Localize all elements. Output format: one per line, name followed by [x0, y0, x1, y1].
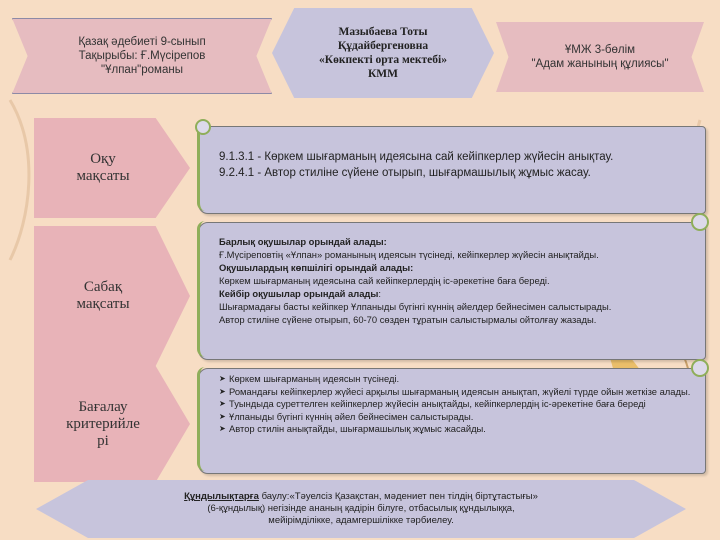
- bullet-arrow-icon: ➤: [219, 424, 226, 434]
- novel-line: "Ұлпан"романы: [101, 64, 183, 76]
- criteria-item: ➤Көркем шығарманың идеясын түсінеді.: [219, 373, 695, 386]
- assessment-criteria-label: Бағалау критерийле рі: [34, 366, 190, 482]
- topic-line: Тақырыбы: Ғ.Мүсірепов: [78, 50, 206, 62]
- subject-topic-banner: Қазақ әдебиеті 9-сынып Тақырыбы: Ғ.Мүсір…: [12, 18, 272, 94]
- label-line: рі: [97, 432, 109, 449]
- all-students-heading: Барлық оқушылар орындай алады:: [219, 236, 387, 247]
- some-students-heading: Кейбір оқушылар орындай алады: [219, 288, 379, 299]
- values-banner: Құндылықтарға баулу:«Тәуелсіз Қазақстан,…: [36, 480, 686, 538]
- lesson-goals-scroll: Барлық оқушылар орындай алады: Ғ.Мүсіреп…: [197, 213, 709, 360]
- values-text: (6-құндылық) негізінде ананың қадірін бі…: [207, 503, 515, 514]
- scroll-curl-decoration: [691, 359, 709, 377]
- learning-objectives-scroll: 9.1.3.1 - Көркем шығарманың идеясына сай…: [195, 119, 706, 214]
- criteria-item: ➤Ұлпаныды бүгінгі күннің әйел бейнесімен…: [219, 411, 695, 424]
- label-line: мақсаты: [76, 296, 130, 312]
- criteria-text: Ұлпаныды бүгінгі күннің әйел бейнесімен …: [229, 410, 474, 422]
- objective-item: 9.2.4.1 - Автор стиліне сүйене отырып, ш…: [219, 167, 591, 179]
- criteria-text: Туындыда суреттелген кейіпкерлер жүйесін…: [229, 398, 646, 410]
- scroll-curl-decoration: [691, 213, 709, 231]
- scroll-curl-decoration: [195, 119, 211, 135]
- criteria-text: Автор стилін анықтайды, шығармашылық жұм…: [229, 423, 486, 435]
- label-line: Оқу: [90, 151, 116, 167]
- teacher-patronymic: Құдайбергеновна: [337, 40, 429, 52]
- criteria-item: ➤Автор стилін анықтайды, шығармашылық жұ…: [219, 423, 695, 436]
- learning-objective-label: Оқу мақсаты: [34, 118, 190, 218]
- values-heading: Құндылықтарға: [184, 491, 259, 502]
- lesson-goal-label: Сабақ мақсаты: [34, 226, 190, 366]
- section-banner: ҰМЖ 3-бөлім "Адам жанының құлиясы": [496, 22, 704, 92]
- criteria-item: ➤Романдағы кейіпкерлер жүйесі арқылы шығ…: [219, 386, 695, 399]
- values-text: мейірімділікке, адамгершілікке тәрбиелеу…: [268, 515, 454, 526]
- school-type: КММ: [367, 68, 399, 80]
- some-students-text: Автор стиліне сүйене отырып, 60-70 сөзде…: [219, 314, 597, 325]
- some-students-text: Шығармадағы басты кейіпкер Ұлпаныды бүгі…: [219, 301, 612, 312]
- bullet-arrow-icon: ➤: [219, 374, 226, 383]
- all-students-text: Ғ.Мүсіреповтің «Ұлпан» романының идеясын…: [219, 249, 599, 260]
- assessment-criteria-scroll: ➤Көркем шығарманың идеясын түсінеді. ➤Ро…: [197, 359, 709, 474]
- some-students-colon: :: [378, 288, 381, 299]
- criteria-text: Көркем шығарманың идеясын түсінеді.: [229, 373, 400, 384]
- label-line: Бағалау: [78, 398, 128, 415]
- label-line: мақсаты: [76, 168, 130, 184]
- most-students-text: Көркем шығарманың идеясына сай кейіпкерл…: [219, 275, 550, 286]
- section-number: ҰМЖ 3-бөлім: [564, 44, 636, 56]
- subject-line: Қазақ әдебиеті 9-сынып: [78, 36, 206, 48]
- teacher-surname: Мазыбаева Тоты: [338, 26, 428, 38]
- label-line: критерийле: [66, 415, 140, 432]
- values-text: баулу:«Тәуелсіз Қазақстан, мәдениет пен …: [258, 491, 538, 502]
- school-name: «Көкпекті орта мектебі»: [319, 54, 447, 66]
- criteria-item: ➤Туындыда суреттелген кейіпкерлер жүйесі…: [219, 398, 695, 411]
- bullet-arrow-icon: ➤: [219, 411, 226, 421]
- bullet-arrow-icon: ➤: [219, 386, 226, 396]
- section-title: "Адам жанының құлиясы": [531, 58, 669, 70]
- bullet-arrow-icon: ➤: [219, 399, 226, 409]
- label-line: Сабақ: [83, 279, 123, 295]
- most-students-heading: Оқушылардың көпшілігі орындай алады:: [219, 262, 414, 273]
- teacher-banner: Мазыбаева Тоты Құдайбергеновна «Көкпекті…: [272, 8, 494, 98]
- criteria-text: Романдағы кейіпкерлер жүйесі арқылы шыға…: [229, 385, 691, 397]
- objective-item: 9.1.3.1 - Көркем шығарманың идеясына сай…: [219, 151, 614, 163]
